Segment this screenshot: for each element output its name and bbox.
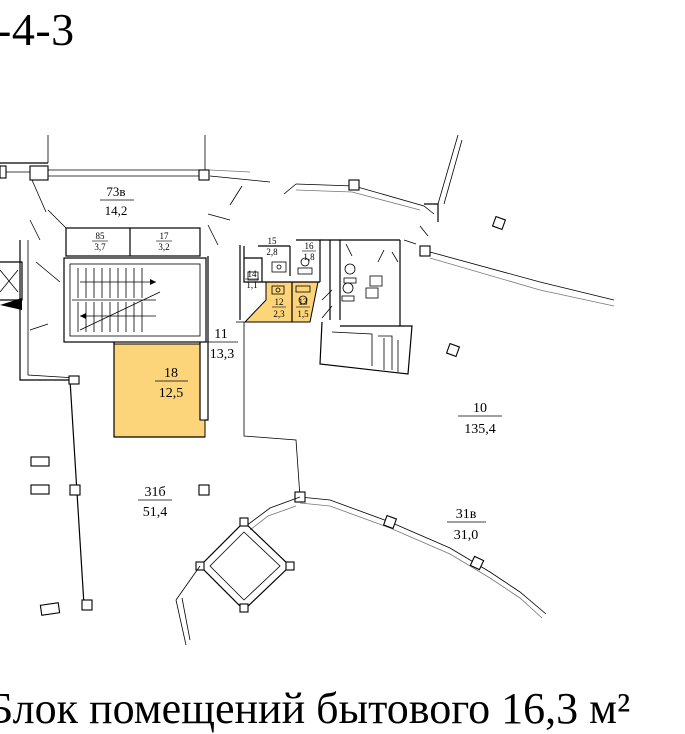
room-label-11: 11 13,3 <box>206 327 238 362</box>
svg-text:17: 17 <box>160 231 170 241</box>
lower-walls <box>30 456 547 646</box>
stair-core <box>47 209 207 343</box>
svg-text:73в: 73в <box>106 184 125 199</box>
right-wc-block <box>319 239 413 375</box>
column <box>419 245 431 257</box>
svg-text:18: 18 <box>164 366 178 381</box>
plan-title: -4-3 <box>0 4 75 55</box>
column <box>198 169 210 181</box>
column <box>68 375 80 385</box>
column <box>285 561 295 571</box>
room-label-85: 85 3,7 <box>92 231 108 252</box>
svg-text:12: 12 <box>275 297 284 307</box>
column <box>30 456 50 467</box>
column <box>348 179 360 191</box>
room-label-18: 18 12,5 <box>155 366 188 401</box>
svg-text:12,5: 12,5 <box>159 386 184 401</box>
room-11-walls <box>113 245 301 498</box>
svg-text:31в: 31в <box>456 507 477 522</box>
wc-block <box>243 239 341 322</box>
svg-text:13,3: 13,3 <box>210 347 235 362</box>
svg-text:31б: 31б <box>144 485 165 500</box>
svg-text:2,8: 2,8 <box>266 247 278 257</box>
column <box>445 342 461 358</box>
svg-text:31,0: 31,0 <box>454 528 479 543</box>
column <box>0 165 7 179</box>
room-label-15: 15 2,8 <box>265 236 280 257</box>
column <box>198 484 210 496</box>
room-label-31v: 31в 31,0 <box>447 507 486 543</box>
room-label-12: 12 2,3 <box>272 297 286 319</box>
svg-text:10: 10 <box>473 401 487 416</box>
svg-text:11: 11 <box>214 327 227 342</box>
column <box>239 517 249 527</box>
column <box>30 484 50 495</box>
svg-text:1,5: 1,5 <box>297 309 309 319</box>
svg-text:85: 85 <box>96 231 106 241</box>
bottom-caption: Блок помещений бытового 16,3 м² <box>0 684 631 733</box>
svg-text:14: 14 <box>248 269 258 279</box>
svg-text:2,3: 2,3 <box>273 309 285 319</box>
svg-text:16: 16 <box>305 241 315 251</box>
svg-text:15: 15 <box>268 236 278 246</box>
column <box>239 603 249 613</box>
column <box>469 555 485 571</box>
left-wing-walls <box>0 162 93 611</box>
svg-text:51,4: 51,4 <box>143 505 168 520</box>
column <box>29 165 49 181</box>
room-label-73v: 73в 14,2 <box>100 184 134 218</box>
room-label-31b: 31б 51,4 <box>138 485 172 520</box>
top-corridor-walls <box>47 135 271 246</box>
room-label-16: 16 1,8 <box>302 241 316 262</box>
room-label-17: 17 3,2 <box>156 231 172 252</box>
column <box>491 215 507 231</box>
column <box>39 602 61 616</box>
column <box>69 484 81 496</box>
svg-text:3,7: 3,7 <box>94 242 106 252</box>
right-upper-walls <box>283 134 615 358</box>
svg-text:135,4: 135,4 <box>464 422 496 437</box>
room-label-10: 10 135,4 <box>458 401 502 437</box>
room-label-13: 13 1,5 <box>296 297 310 319</box>
svg-text:14,2: 14,2 <box>105 203 128 218</box>
svg-text:3,2: 3,2 <box>158 242 169 252</box>
svg-text:13: 13 <box>299 297 309 307</box>
room-label-14: 14 1,1 <box>245 269 259 290</box>
column <box>81 599 93 611</box>
svg-text:1,8: 1,8 <box>303 252 315 262</box>
column <box>382 514 398 530</box>
svg-text:1,1: 1,1 <box>246 280 257 290</box>
